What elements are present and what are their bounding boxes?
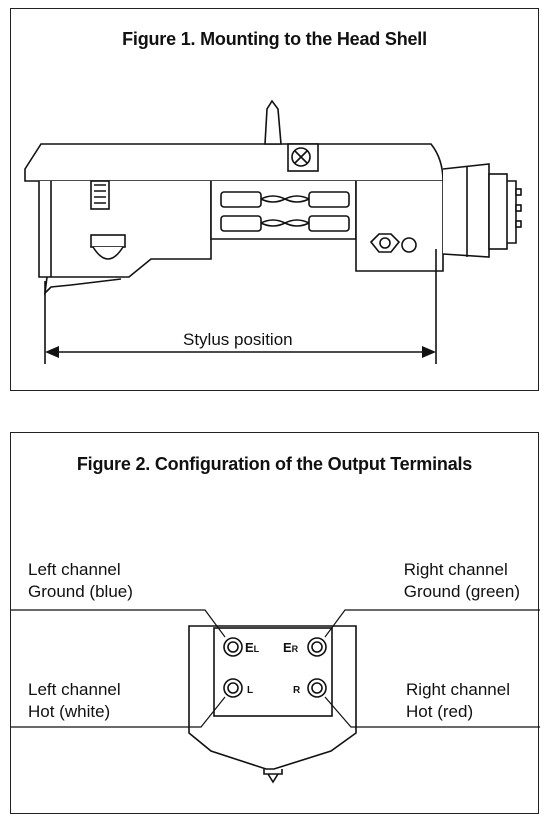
right-ground-label: Right channel Ground (green) (404, 559, 520, 603)
lead-wires (220, 191, 350, 232)
leader-left-ground (11, 609, 226, 638)
stylus-tip (263, 769, 283, 784)
headshell-connector-plug (442, 163, 522, 258)
left-ground-line2: Ground (blue) (28, 582, 133, 601)
left-hot-label: Left channel Hot (white) (28, 679, 121, 723)
pin-label-el: EL (245, 640, 260, 655)
hex-nut-icon (369, 233, 401, 253)
terminal-r-pin-icon (307, 678, 327, 698)
left-hot-line2: Hot (white) (28, 702, 111, 721)
figure-1-title: Figure 1. Mounting to the Head Shell (122, 29, 427, 49)
cartridge-screw-icon (90, 180, 126, 260)
stylus-position-label: Stylus position (179, 329, 297, 351)
left-hot-line1: Left channel (28, 680, 121, 699)
stylus-cantilever (43, 276, 122, 296)
left-ground-line1: Left channel (28, 560, 121, 579)
leader-right-hot (324, 696, 540, 728)
figure-2-panel: Figure 2. Configuration of the Output Te… (10, 432, 540, 814)
cartridge-body (38, 181, 212, 278)
terminal-l-pin-icon (223, 678, 243, 698)
pin-label-er: ER (283, 640, 299, 655)
mounting-screw-icon (287, 143, 319, 172)
right-hot-label: Right channel Hot (red) (406, 679, 510, 723)
figure-1-panel: Figure 1. Mounting to the Head Shell (10, 8, 539, 391)
right-hot-line2: Hot (red) (406, 702, 474, 721)
pin-label-l: L (247, 685, 253, 696)
output-terminal-drawing: EL ER L R (11, 609, 540, 784)
finger-lift (264, 99, 282, 145)
head-shell-top (24, 143, 444, 182)
leader-left-hot (11, 696, 226, 728)
head-shell-drawing (24, 99, 522, 364)
bolt-head-icon (401, 237, 417, 253)
figure-2-title: Figure 2. Configuration of the Output Te… (76, 454, 473, 474)
terminal-el-pin-icon (223, 637, 243, 657)
right-hot-line1: Right channel (406, 680, 510, 699)
terminal-er-pin-icon (307, 637, 327, 657)
leader-right-ground (324, 609, 540, 638)
right-ground-line1: Right channel (403, 560, 508, 579)
pin-label-r: R (293, 685, 301, 696)
right-ground-line2: Ground (green) (403, 582, 520, 601)
left-ground-label: Left channel Ground (blue) (28, 559, 133, 603)
